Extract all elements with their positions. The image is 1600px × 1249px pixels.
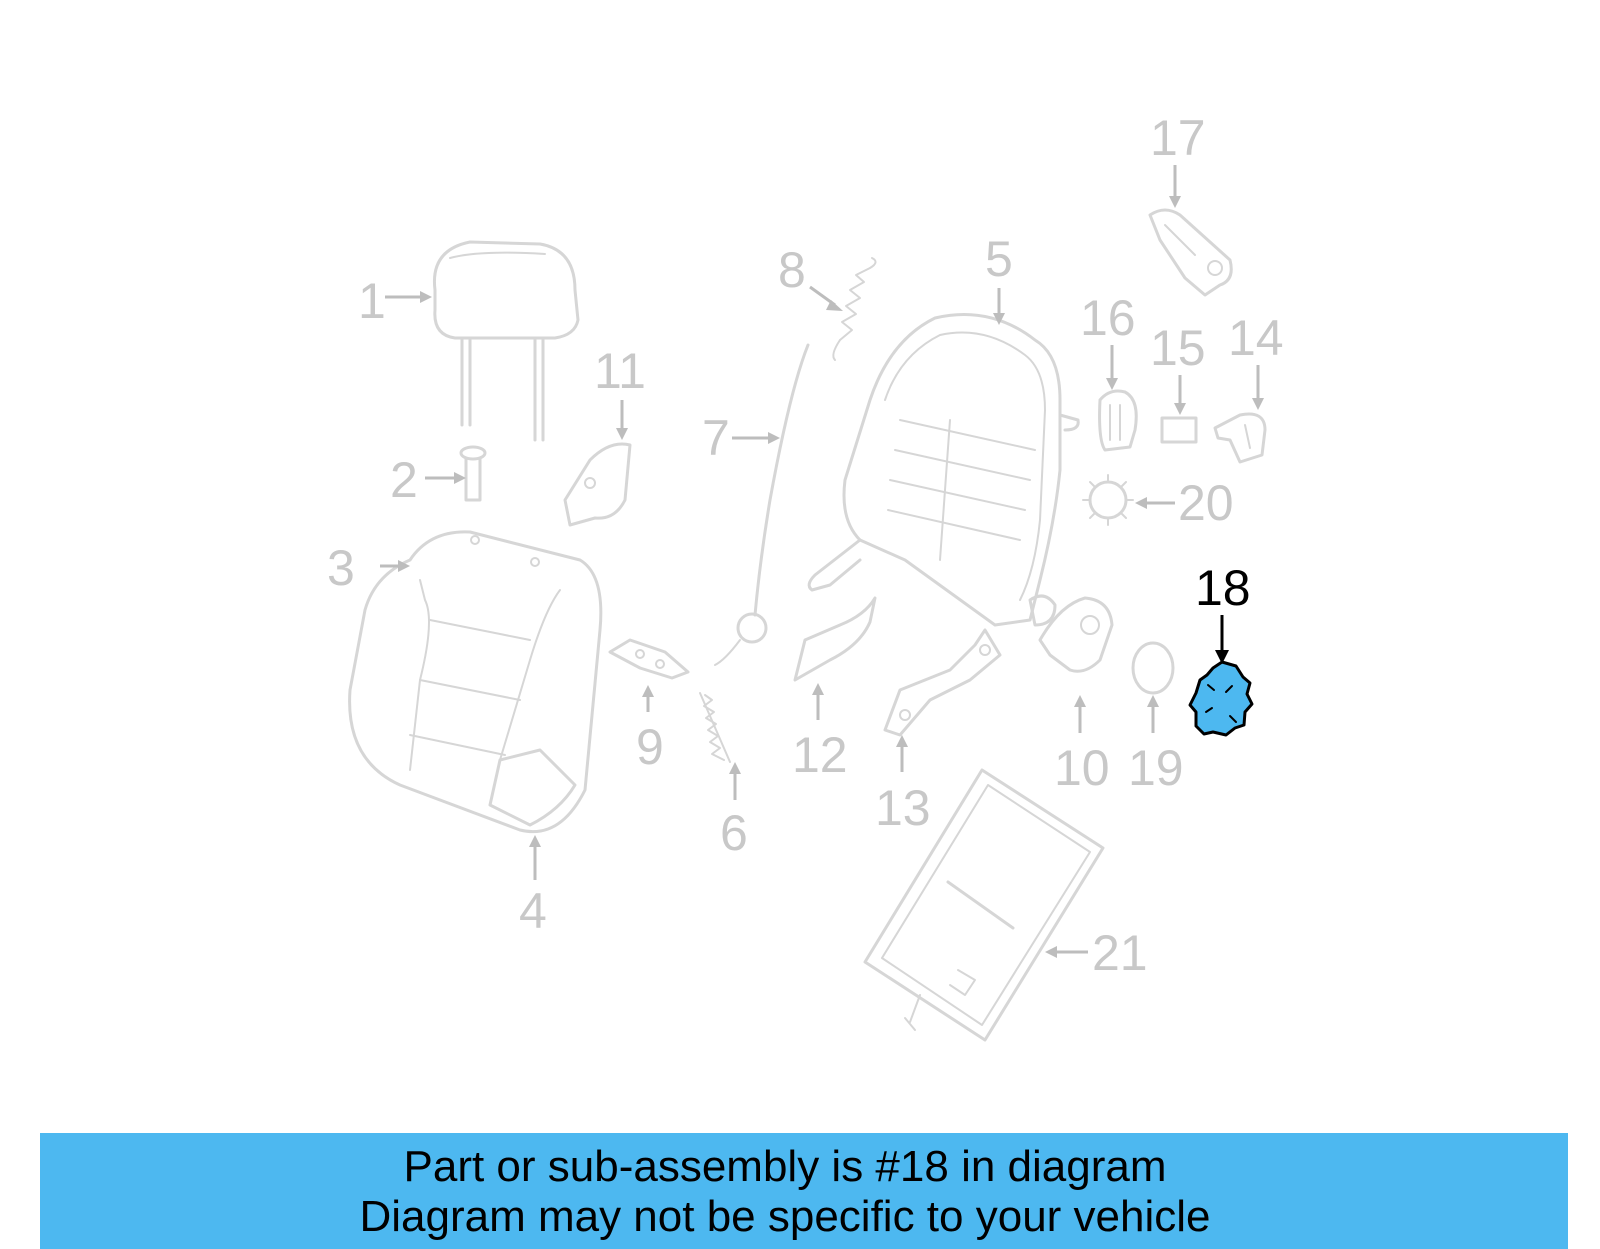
callout-19: 19 [1128,740,1184,796]
part-7-cable [714,343,810,666]
callout-11: 11 [594,343,646,399]
part-2-guide [459,445,487,502]
callout-5: 5 [985,231,1013,287]
callout-8: 8 [778,242,806,298]
callout-16: 16 [1080,290,1136,346]
caption-banner: Part or sub-assembly is #18 in diagram D… [40,1133,1568,1249]
parts-diagram: 1 2 3 4 5 6 7 8 9 10 11 12 13 14 15 16 1… [327,110,1284,1042]
leader-lines [380,165,1264,958]
part-20-gear [1082,474,1134,526]
part-18-highlighted[interactable] [1188,660,1254,737]
part-19-ring [1131,641,1175,695]
part-12-panel [793,596,877,682]
part-17-handle [1148,208,1233,297]
caption-line-2: Diagram may not be specific to your vehi… [359,1192,1211,1241]
callout-6: 6 [720,805,748,861]
part-5-back-frame [807,312,1080,627]
callout-13: 13 [875,780,931,836]
callout-17: 17 [1150,110,1206,166]
part-15-clip [1160,416,1198,444]
callout-20: 20 [1178,475,1234,531]
callout-10: 10 [1054,740,1110,796]
part-16-knob [1098,389,1138,452]
part-10-cover [1038,596,1114,673]
part-3-back-cover [348,530,603,834]
part-8-spring [832,257,877,361]
callout-12: 12 [792,727,848,783]
callout-15: 15 [1150,320,1206,376]
callout-3: 3 [327,540,355,596]
part-1-headrest [432,240,580,442]
callout-18[interactable]: 18 [1195,560,1251,616]
part-13-bracket [883,628,1002,737]
part-14-handle [1213,412,1267,464]
part-11-bracket [563,442,632,527]
caption-line-1: Part or sub-assembly is #18 in diagram [403,1142,1167,1191]
callout-14: 14 [1228,310,1284,366]
leader-18 [1215,615,1229,664]
part-21-panel [863,768,1105,1042]
callout-7: 7 [702,410,730,466]
callout-2: 2 [390,452,418,508]
callout-4: 4 [519,883,547,939]
callout-9: 9 [636,719,664,775]
callout-21: 21 [1092,925,1148,981]
callout-1: 1 [358,273,386,329]
part-9-trim [608,638,690,680]
part-6-spring [699,692,731,763]
